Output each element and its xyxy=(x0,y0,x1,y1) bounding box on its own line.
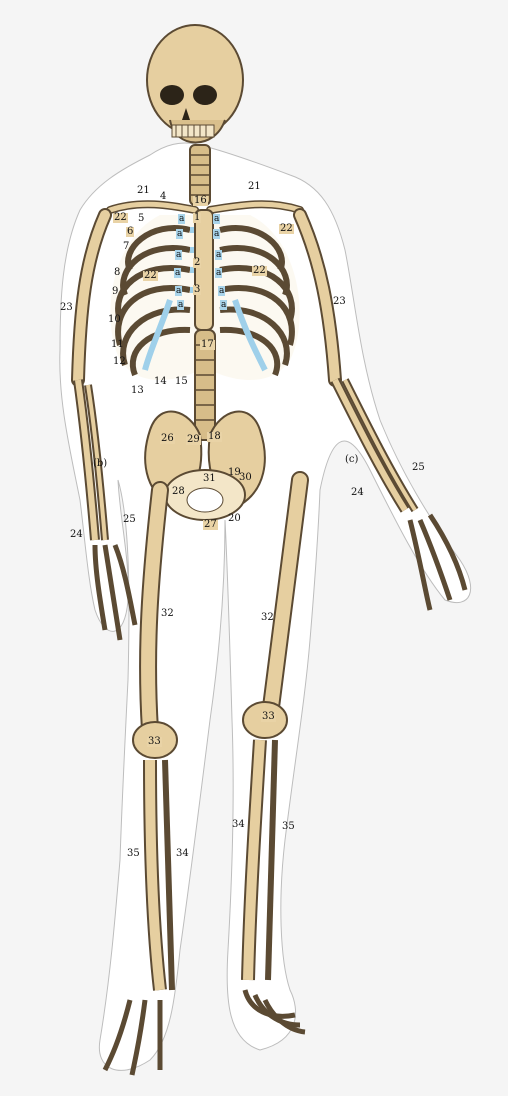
label-33-left: 33 xyxy=(147,737,162,747)
label-30: 30 xyxy=(239,473,252,483)
label-4: 4 xyxy=(160,192,166,202)
label-23-right: 23 xyxy=(333,297,346,307)
label-23-left: 23 xyxy=(60,303,73,313)
label-c: (c) xyxy=(345,455,358,465)
label-cartilage-a: a xyxy=(213,229,220,239)
label-cartilage-a: a xyxy=(176,229,183,239)
label-10: 10 xyxy=(108,315,121,325)
label-3: 3 xyxy=(193,285,201,295)
label-26: 26 xyxy=(160,434,175,444)
label-32-right: 32 xyxy=(261,613,274,623)
label-21-right: 21 xyxy=(248,182,261,192)
label-14: 14 xyxy=(154,377,167,387)
label-28: 28 xyxy=(172,487,185,497)
label-cartilage-a: a xyxy=(215,250,222,260)
label-31: 31 xyxy=(203,474,216,484)
label-22-shoulder-left: 22 xyxy=(113,213,128,223)
label-22-shoulder-right: 22 xyxy=(279,224,294,234)
label-12: 12 xyxy=(113,357,126,367)
label-cartilage-a: a xyxy=(175,286,182,296)
label-cartilage-a: a xyxy=(174,268,181,278)
label-1: 1 xyxy=(193,213,201,223)
label-2: 2 xyxy=(193,258,201,268)
label-5: 5 xyxy=(138,214,144,224)
label-33-right: 33 xyxy=(261,712,276,722)
label-15: 15 xyxy=(175,377,188,387)
label-cartilage-a: a xyxy=(177,300,184,310)
label-9: 9 xyxy=(112,287,118,297)
label-22-rib-right: 22 xyxy=(252,266,267,276)
label-22-rib-left: 22 xyxy=(143,271,158,281)
label-25-left: 25 xyxy=(123,515,136,525)
label-b: (b) xyxy=(93,459,107,469)
label-cartilage-a: a xyxy=(213,214,220,224)
label-8: 8 xyxy=(114,268,120,278)
label-6: 6 xyxy=(126,227,134,237)
label-35-right: 35 xyxy=(282,822,295,832)
label-cartilage-a: a xyxy=(218,286,225,296)
label-18: 18 xyxy=(207,432,222,442)
label-35-left: 35 xyxy=(127,849,140,859)
label-13: 13 xyxy=(131,386,144,396)
label-24-right: 24 xyxy=(351,488,364,498)
label-34-left: 34 xyxy=(176,849,189,859)
label-cartilage-a: a xyxy=(215,268,222,278)
label-cartilage-a: a xyxy=(178,214,185,224)
label-29: 29 xyxy=(186,435,201,445)
label-20: 20 xyxy=(228,514,241,524)
label-cartilage-a: a xyxy=(175,250,182,260)
label-16: 16 xyxy=(193,196,208,206)
label-25-right: 25 xyxy=(412,463,425,473)
label-21-left: 21 xyxy=(137,186,150,196)
label-11: 11 xyxy=(111,340,124,350)
label-7: 7 xyxy=(123,242,129,252)
label-cartilage-a: a xyxy=(220,300,227,310)
label-17: 17 xyxy=(200,340,215,350)
label-24-left: 24 xyxy=(70,530,83,540)
label-34-right: 34 xyxy=(232,820,245,830)
label-32-left: 32 xyxy=(161,609,174,619)
label-27: 27 xyxy=(203,520,218,530)
